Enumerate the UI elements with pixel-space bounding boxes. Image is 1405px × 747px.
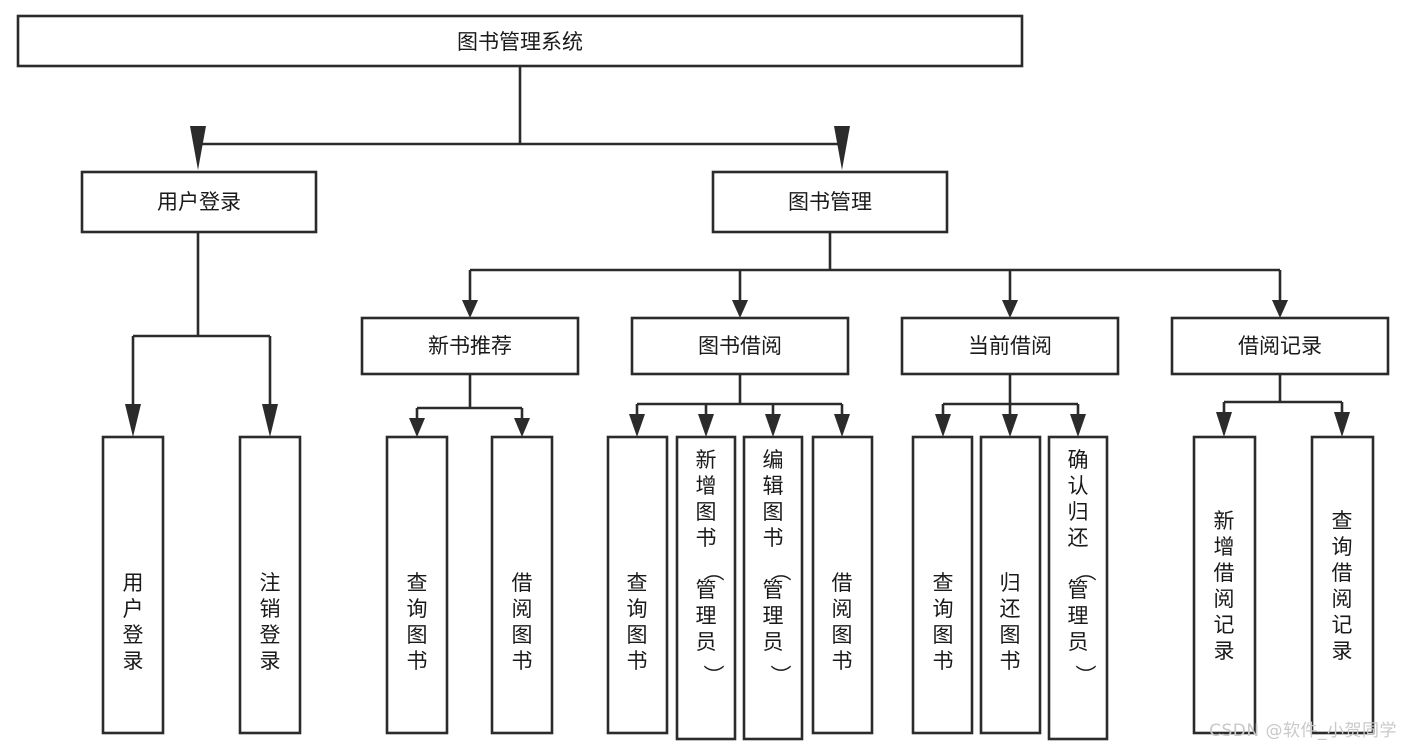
node-new-book-recommend-label: 新书推荐 xyxy=(428,334,512,358)
connector-group-root xyxy=(196,66,844,146)
svg-text:（: （ xyxy=(701,561,725,582)
node-leaf-return-book-box[interactable] xyxy=(979,435,1042,735)
node-leaf-edit-book-box[interactable] xyxy=(742,435,804,741)
node-leaf-user-login-label: 用户登录 xyxy=(123,571,144,673)
arrowhead-current-borrow xyxy=(1002,300,1018,318)
node-leaf-logout-box[interactable] xyxy=(238,435,302,735)
arrowhead-book-borrow xyxy=(732,300,748,318)
svg-text:）: ） xyxy=(701,665,725,686)
node-user-login[interactable]: 用户登录 xyxy=(80,170,318,234)
svg-text:（: （ xyxy=(1073,561,1097,582)
arrowhead-leaf-query-book-2 xyxy=(629,414,645,437)
node-leaf-borrow-book-1-box[interactable] xyxy=(490,435,554,735)
arrowhead-leaf-add-record xyxy=(1216,412,1232,437)
node-leaf-borrow-book-1[interactable]: 借阅图书 xyxy=(490,435,554,735)
node-leaf-return-book-label: 归还图书 xyxy=(1000,571,1021,673)
arrowhead-group xyxy=(125,126,1350,437)
node-leaf-query-book-2-label: 查询图书 xyxy=(627,571,648,673)
node-leaf-query-book-1-box[interactable] xyxy=(385,435,449,735)
svg-text:）: ） xyxy=(1073,665,1097,686)
node-leaf-add-record-label: 新增借阅记录 xyxy=(1214,509,1235,663)
arrowhead-leaf-return-book xyxy=(1002,414,1018,437)
arrowhead-leaf-query-book-3 xyxy=(935,414,951,437)
node-root-box[interactable] xyxy=(16,14,1024,68)
arrowhead-leaf-query-record xyxy=(1334,412,1350,437)
arrowhead-leaf-edit-book xyxy=(765,414,781,437)
node-leaf-query-record-label: 查询借阅记录 xyxy=(1332,509,1353,663)
node-leaf-edit-book[interactable]: 编辑图书管理员 （ ） xyxy=(742,435,804,741)
node-leaf-confirm-return-box[interactable] xyxy=(1047,435,1109,741)
node-current-borrow-label: 当前借阅 xyxy=(968,334,1052,358)
arrowhead-leaf-logout xyxy=(262,404,278,437)
node-leaf-borrow-book-2-label: 借阅图书 xyxy=(832,571,853,673)
node-borrow-record[interactable]: 借阅记录 xyxy=(1170,316,1390,376)
arrowhead-leaf-confirm-return xyxy=(1070,414,1086,437)
node-leaf-add-record[interactable]: 新增借阅记录 xyxy=(1192,435,1257,735)
node-user-login-box[interactable] xyxy=(80,170,318,234)
connector-group-level3 xyxy=(415,374,1344,424)
node-book-manage-label: 图书管理 xyxy=(788,190,872,214)
node-leaf-query-book-2-box[interactable] xyxy=(606,435,669,735)
node-leaf-edit-book-label: 编辑图书管理员 xyxy=(763,448,784,654)
node-leaf-add-book[interactable]: 新增图书管理员 （ ） xyxy=(675,435,737,741)
node-current-borrow-box[interactable] xyxy=(900,316,1120,376)
node-book-borrow-label: 图书借阅 xyxy=(698,334,782,358)
node-leaf-logout[interactable]: 注销登录 xyxy=(238,435,302,735)
arrowhead-leaf-query-book-1 xyxy=(409,418,425,437)
node-leaf-query-book-1-label: 查询图书 xyxy=(407,571,428,673)
arrowhead-leaf-borrow-book-1 xyxy=(514,418,530,437)
node-new-book-recommend[interactable]: 新书推荐 xyxy=(360,316,580,376)
node-borrow-record-box[interactable] xyxy=(1170,316,1390,376)
node-leaf-confirm-return-label: 确认归还管理员 xyxy=(1068,448,1089,654)
node-leaf-user-login[interactable]: 用户登录 xyxy=(101,435,165,735)
svg-text:）: ） xyxy=(768,665,792,686)
node-leaf-query-record-box[interactable] xyxy=(1310,435,1375,735)
node-leaf-user-login-box[interactable] xyxy=(101,435,165,735)
node-root-label: 图书管理系统 xyxy=(457,30,583,54)
node-leaf-query-record[interactable]: 查询借阅记录 xyxy=(1310,435,1375,735)
node-leaf-query-book-1[interactable]: 查询图书 xyxy=(385,435,449,735)
node-new-book-recommend-box[interactable] xyxy=(360,316,580,376)
node-leaf-add-book-box[interactable] xyxy=(675,435,737,741)
node-book-manage[interactable]: 图书管理 xyxy=(711,170,949,234)
svg-text:（: （ xyxy=(768,561,792,582)
arrowhead-leaf-add-book xyxy=(698,414,714,437)
node-leaf-query-book-3-box[interactable] xyxy=(911,435,974,735)
connector-group-level2 xyxy=(131,233,1282,404)
node-leaf-borrow-book-2-box[interactable] xyxy=(811,435,874,735)
node-book-manage-box[interactable] xyxy=(711,170,949,234)
node-book-borrow-box[interactable] xyxy=(630,316,850,376)
node-borrow-record-label: 借阅记录 xyxy=(1238,334,1322,358)
node-leaf-query-book-3-label: 查询图书 xyxy=(933,571,954,673)
arrowhead-book-manage xyxy=(834,126,850,170)
node-leaf-borrow-book-2[interactable]: 借阅图书 xyxy=(811,435,874,735)
node-current-borrow[interactable]: 当前借阅 xyxy=(900,316,1120,376)
arrowhead-leaf-user-login xyxy=(125,404,141,437)
node-leaf-confirm-return[interactable]: 确认归还管理员 （ ） xyxy=(1047,435,1109,741)
node-leaf-return-book[interactable]: 归还图书 xyxy=(979,435,1042,735)
node-leaf-query-book-2[interactable]: 查询图书 xyxy=(606,435,669,735)
arrowhead-user-login xyxy=(190,126,206,170)
arrowhead-borrow-record xyxy=(1272,300,1288,318)
node-user-login-label: 用户登录 xyxy=(157,190,241,214)
csdn-watermark: CSDN @软件_小贺同学 xyxy=(1209,721,1397,741)
node-book-borrow[interactable]: 图书借阅 xyxy=(630,316,850,376)
node-leaf-add-record-box[interactable] xyxy=(1192,435,1257,735)
node-leaf-query-book-3[interactable]: 查询图书 xyxy=(911,435,974,735)
node-leaf-logout-label: 注销登录 xyxy=(260,571,281,673)
node-leaf-add-book-label: 新增图书管理员 xyxy=(696,448,717,654)
arrowhead-new-book-recommend xyxy=(462,300,478,318)
arrowhead-leaf-borrow-book-2 xyxy=(834,414,850,437)
node-leaf-borrow-book-1-label: 借阅图书 xyxy=(512,571,533,673)
node-root[interactable]: 图书管理系统 xyxy=(16,14,1024,68)
